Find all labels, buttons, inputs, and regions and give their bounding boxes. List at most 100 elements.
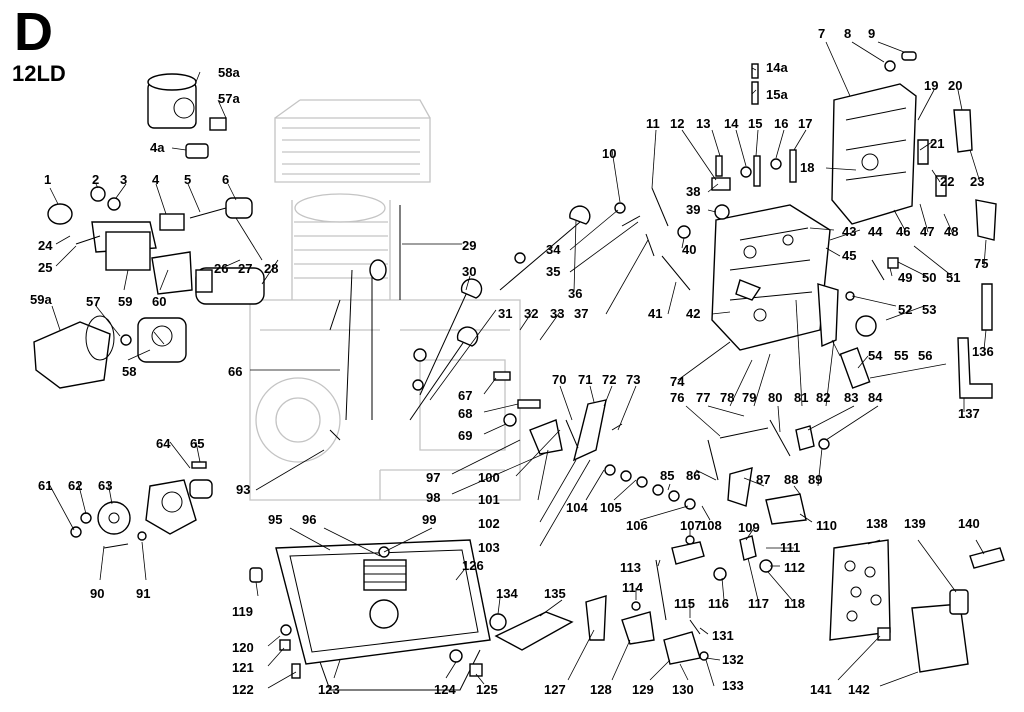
callout-9: 9 xyxy=(868,26,875,41)
callout-79: 79 xyxy=(742,390,756,405)
callout-67: 67 xyxy=(458,388,472,403)
callout-118: 118 xyxy=(784,596,805,611)
callout-128: 128 xyxy=(590,682,612,697)
top-cover-assembly xyxy=(831,51,917,225)
callout-122: 122 xyxy=(232,682,254,697)
callout-132: 132 xyxy=(722,652,744,667)
callout-7: 7 xyxy=(818,26,825,41)
callout-33: 33 xyxy=(550,306,564,321)
callout-102: 102 xyxy=(478,516,500,531)
callout-93: 93 xyxy=(236,482,250,497)
callout-80: 80 xyxy=(768,390,782,405)
callout-133: 133 xyxy=(722,678,744,693)
callout-52: 52 xyxy=(898,302,912,317)
callout-10: 10 xyxy=(602,146,616,161)
callout-61: 61 xyxy=(38,478,52,493)
callout-99: 99 xyxy=(422,512,436,527)
callout-55: 55 xyxy=(894,348,908,363)
callout-89: 89 xyxy=(808,472,822,487)
callout-116: 116 xyxy=(708,596,729,611)
callout-74: 74 xyxy=(670,374,685,389)
sheet-letter: D xyxy=(14,2,53,62)
callout-28: 28 xyxy=(264,261,278,276)
callout-120: 120 xyxy=(232,640,254,655)
callout-27: 27 xyxy=(238,261,252,276)
callout-4a: 4a xyxy=(150,140,165,155)
callout-81: 81 xyxy=(794,390,808,405)
callout-65: 65 xyxy=(190,436,204,451)
callout-142: 142 xyxy=(848,682,870,697)
callout-4: 4 xyxy=(152,172,160,187)
callout-121: 121 xyxy=(232,660,254,675)
callout-30: 30 xyxy=(462,264,476,279)
filter-bracket-lower xyxy=(33,315,187,389)
nipple-fitting xyxy=(209,117,227,131)
callout-57a: 57a xyxy=(218,91,240,106)
lower-bracket-parts xyxy=(489,535,773,665)
callout-125: 125 xyxy=(476,682,498,697)
callout-34: 34 xyxy=(546,242,561,257)
callout-40: 40 xyxy=(682,242,696,257)
callout-135: 135 xyxy=(544,586,566,601)
callout-44: 44 xyxy=(868,224,883,239)
callout-15a: 15a xyxy=(766,87,788,102)
callout-11: 11 xyxy=(646,116,660,131)
callout-139: 139 xyxy=(904,516,926,531)
callout-29: 29 xyxy=(462,238,476,253)
callout-38: 38 xyxy=(686,184,700,199)
callout-59a: 59a xyxy=(30,292,52,307)
callout-37: 37 xyxy=(574,306,588,321)
callout-12: 12 xyxy=(670,116,684,131)
oil-filter-upper xyxy=(147,73,197,129)
callout-84: 84 xyxy=(868,390,883,405)
model-code: 12LD xyxy=(12,61,66,86)
callout-123: 123 xyxy=(318,682,340,697)
callout-95: 95 xyxy=(268,512,282,527)
callout-21: 21 xyxy=(930,136,944,151)
callout-23: 23 xyxy=(970,174,984,189)
callout-71: 71 xyxy=(578,372,592,387)
callout-138: 138 xyxy=(866,516,888,531)
callout-103: 103 xyxy=(478,540,500,555)
callout-57: 57 xyxy=(86,294,100,309)
callout-87: 87 xyxy=(756,472,770,487)
callout-54: 54 xyxy=(868,348,883,363)
callout-41: 41 xyxy=(648,306,662,321)
stop-solenoid-assembly xyxy=(829,539,1005,673)
callout-1: 1 xyxy=(44,172,51,187)
callout-19: 19 xyxy=(924,78,938,93)
dipstick-set xyxy=(329,205,591,441)
callout-63: 63 xyxy=(98,478,112,493)
callout-18: 18 xyxy=(800,160,814,175)
callout-88: 88 xyxy=(784,472,798,487)
callout-22: 22 xyxy=(940,174,954,189)
callout-113: 113 xyxy=(620,560,641,575)
callout-141: 141 xyxy=(810,682,832,697)
callout-56: 56 xyxy=(918,348,932,363)
callout-134: 134 xyxy=(496,586,518,601)
callout-104: 104 xyxy=(566,500,588,515)
callout-48: 48 xyxy=(944,224,958,239)
callout-127: 127 xyxy=(544,682,566,697)
callout-14a: 14a xyxy=(766,60,788,75)
callout-25: 25 xyxy=(38,260,52,275)
callout-112: 112 xyxy=(784,560,805,575)
callout-39: 39 xyxy=(686,202,700,217)
callout-6: 6 xyxy=(222,172,229,187)
callout-91: 91 xyxy=(136,586,150,601)
callout-78: 78 xyxy=(720,390,734,405)
callout-16: 16 xyxy=(774,116,788,131)
callout-49: 49 xyxy=(898,270,912,285)
callout-126: 126 xyxy=(462,558,484,573)
callout-108: 108 xyxy=(700,518,722,533)
callout-90: 90 xyxy=(90,586,104,601)
callout-46: 46 xyxy=(896,224,910,239)
engine-block-ghost xyxy=(249,99,521,501)
callout-8: 8 xyxy=(844,26,851,41)
callout-97: 97 xyxy=(426,470,440,485)
callout-47: 47 xyxy=(920,224,934,239)
callout-77: 77 xyxy=(696,390,710,405)
callout-131: 131 xyxy=(712,628,734,643)
callout-114: 114 xyxy=(622,580,644,595)
